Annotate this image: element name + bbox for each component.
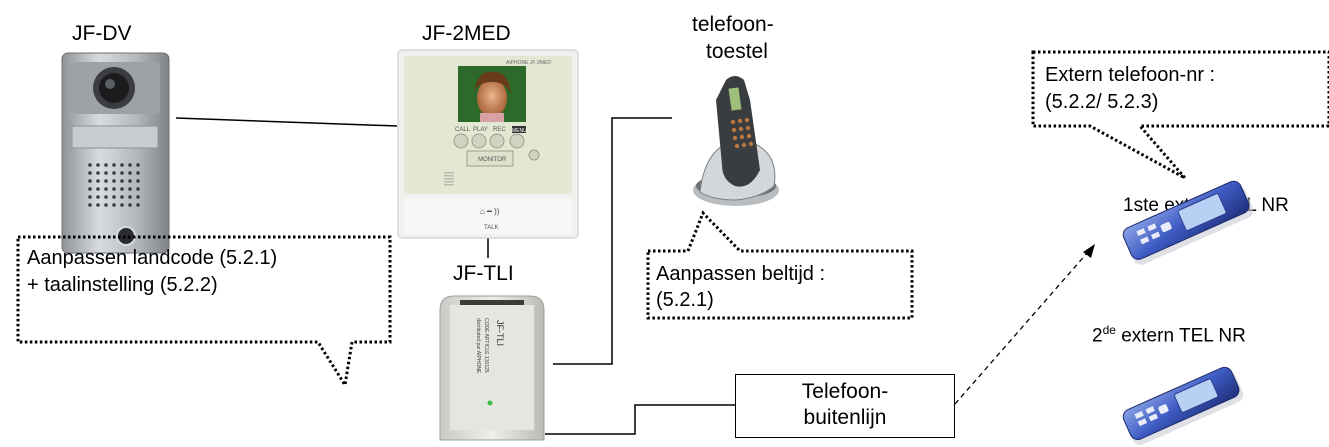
arrow-head	[1083, 244, 1095, 258]
svg-text:REC: REC	[493, 127, 506, 133]
door-station-device	[61, 52, 170, 254]
callout-extern-line1: Extern telefoon-nr :	[1045, 64, 1216, 86]
mobile-phone-1	[1122, 180, 1254, 265]
external-line-box: Telefoon- buitenlijn	[735, 374, 955, 438]
external-line-label-2: buitenlijn	[803, 406, 887, 429]
mobile-2-label: 2de extern TEL NR	[1092, 323, 1246, 347]
wire-doorstation-monitor	[175, 117, 398, 127]
svg-text:⌂ ━ )): ⌂ ━ ))	[480, 207, 500, 216]
monitor-label: JF-2MED	[422, 22, 511, 45]
svg-text:MONITOR: MONITOR	[478, 157, 507, 163]
monitor-device: AIPHONE JF-2MED CALL PLAY REC MENU MONIT…	[397, 49, 579, 239]
mobile-phone-2	[1122, 366, 1244, 445]
callout-beltijd-line2: (5.2.1)	[656, 289, 714, 311]
svg-text:CODE ARTICLE 130125: CODE ARTICLE 130125	[483, 318, 489, 373]
callout-beltijd-line1: Aanpassen beltijd :	[656, 263, 826, 285]
external-line-label-1: Telefoon-	[801, 380, 889, 403]
phone-label-line1: telefoon-	[692, 13, 774, 36]
phone-label-line2: toestel	[706, 40, 768, 63]
wire-interface-line	[545, 404, 735, 435]
door-station-label: JF-DV	[72, 22, 132, 45]
svg-text:JF-TLI: JF-TLI	[495, 320, 505, 346]
wire-interface-phone	[553, 117, 672, 365]
interface-label: JF-TLI	[453, 262, 514, 285]
svg-text:distributed par AIPHONE: distributed par AIPHONE	[475, 318, 481, 374]
dashed-arrow-line	[954, 251, 1089, 405]
callout-extern-line2: (5.2.2/ 5.2.3)	[1045, 91, 1159, 113]
callout-landcode	[16, 235, 392, 390]
svg-text:TALK: TALK	[484, 225, 499, 231]
callout-beltijd	[646, 210, 914, 320]
svg-text:MENU: MENU	[512, 128, 527, 134]
interface-device: JF-TLI CODE ARTICLE 130125 distributed p…	[439, 295, 545, 441]
svg-text:AIPHONE JF-2MED: AIPHONE JF-2MED	[506, 60, 551, 66]
svg-text:PLAY: PLAY	[473, 127, 488, 133]
callout-landcode-line1: Aanpassen landcode (5.2.1)	[27, 247, 278, 269]
cordless-phone-device	[693, 76, 779, 206]
svg-text:CALL: CALL	[455, 127, 471, 133]
callout-landcode-line2: + taalinstelling (5.2.2)	[27, 274, 218, 296]
